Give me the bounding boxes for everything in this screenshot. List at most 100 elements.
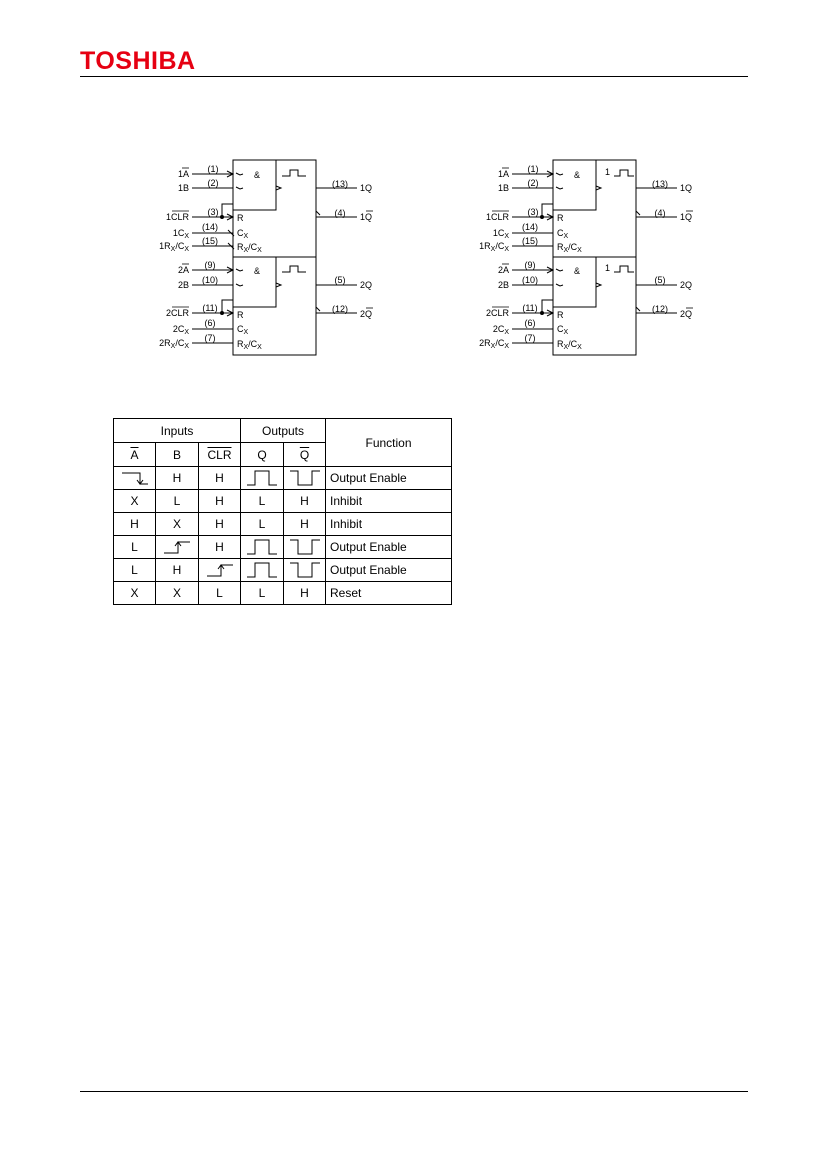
cell-b: L — [155, 489, 199, 513]
pin-number: (12) — [652, 304, 668, 314]
rxcx-label: RX/CX — [557, 339, 582, 351]
gate-and-label: & — [254, 266, 260, 276]
cell-clr: L — [198, 581, 241, 605]
pin-number: (3) — [208, 207, 219, 217]
pin-number: (15) — [522, 236, 538, 246]
cell-b: X — [155, 581, 199, 605]
input-2a-label: 2A — [498, 265, 509, 275]
output-2q-label: 2Q — [680, 280, 692, 290]
input-2b-label: 2B — [178, 280, 189, 290]
junction-dot — [220, 311, 224, 315]
input-1a-label: 1A — [498, 169, 509, 179]
block-2 — [512, 256, 677, 356]
footer-rule — [80, 1091, 748, 1092]
cell-b: H — [155, 558, 199, 582]
input-2cx-label: 2CX — [493, 324, 510, 336]
negative-pulse-icon — [289, 470, 320, 486]
input-2b-label: 2B — [498, 280, 509, 290]
block-2 — [192, 256, 357, 356]
cell-a: X — [113, 489, 156, 513]
pin-number: (11) — [522, 303, 537, 313]
cell-b: X — [155, 512, 199, 536]
input-1rxcx-label: 1RX/CX — [479, 241, 509, 253]
input-1a-label: 1A — [178, 169, 189, 179]
output-2qbar-label: 2Q — [360, 309, 372, 319]
pin-number: (9) — [205, 260, 216, 270]
header-rule — [80, 76, 748, 77]
reset-label: R — [237, 310, 244, 320]
col-qbar-header: Q — [283, 442, 326, 467]
cell-qbar: H — [283, 581, 326, 605]
input-1b-label: 1B — [498, 183, 509, 193]
cell-function: Output Enable — [325, 466, 452, 490]
logic-diagram-left: & R CX RX/CX (1) (2) (3) (14) (15) (13) … — [159, 159, 373, 356]
cell-clr: H — [198, 512, 241, 536]
pin-number: (5) — [335, 275, 346, 285]
rxcx-label: RX/CX — [557, 242, 582, 254]
cell-q: L — [240, 489, 284, 513]
input-1b-label: 1B — [178, 183, 189, 193]
input-1cx-label: 1CX — [493, 228, 510, 240]
cell-a: X — [113, 581, 156, 605]
col-clr-header: CLR — [198, 442, 241, 467]
output-1qbar-label: 1Q — [360, 212, 372, 222]
cell-function: Output Enable — [325, 535, 452, 559]
gate-and-label: & — [574, 266, 580, 276]
pin-number: (1) — [528, 164, 539, 174]
inputs-header: Inputs — [113, 418, 241, 443]
pin-number: (4) — [335, 208, 346, 218]
junction-dot — [220, 215, 224, 219]
logic-diagram-right: & 1 R CX RX/CX (1) (2) (3) (14) (15) (13… — [479, 159, 693, 356]
pin-number: (2) — [528, 178, 539, 188]
rising-edge-icon — [164, 541, 190, 554]
cell-clr: H — [198, 535, 241, 559]
input-1cx-label: 1CX — [173, 228, 190, 240]
positive-pulse-icon — [247, 562, 277, 578]
gate-and-label: & — [254, 170, 260, 180]
retrigger-prefix: 1 — [605, 263, 610, 273]
pin-number: (14) — [522, 222, 538, 232]
pin-number: (13) — [652, 179, 668, 189]
cell-qbar: H — [283, 512, 326, 536]
cell-a: H — [113, 512, 156, 536]
cx-label: CX — [557, 324, 569, 336]
rxcx-label: RX/CX — [237, 339, 262, 351]
input-2rxcx-label: 2RX/CX — [159, 338, 189, 350]
input-1clr-label: 1CLR — [166, 212, 190, 222]
input-2rxcx-label: 2RX/CX — [479, 338, 509, 350]
output-1q-label: 1Q — [680, 183, 692, 193]
pin-number: (13) — [332, 179, 348, 189]
cell-q — [240, 466, 284, 490]
cell-a — [113, 466, 156, 490]
input-1clr-label: 1CLR — [486, 212, 510, 222]
cell-q: L — [240, 581, 284, 605]
negative-pulse-icon — [289, 539, 320, 555]
junction-dot — [540, 311, 544, 315]
col-a-header: A — [113, 442, 156, 467]
output-2qbar-label: 2Q — [680, 309, 692, 319]
input-2a-label: 2A — [178, 265, 189, 275]
cell-qbar — [283, 558, 326, 582]
pin-number: (7) — [205, 333, 216, 343]
cell-q — [240, 558, 284, 582]
negative-pulse-icon — [289, 562, 320, 578]
reset-label: R — [557, 310, 564, 320]
pin-number: (11) — [202, 303, 217, 313]
pin-number: (2) — [208, 178, 219, 188]
input-2clr-label: 2CLR — [486, 308, 510, 318]
rising-edge-icon — [206, 564, 233, 577]
cell-function: Inhibit — [325, 489, 452, 513]
cell-q — [240, 535, 284, 559]
pin-number: (3) — [528, 207, 539, 217]
junction-dot — [540, 215, 544, 219]
cell-qbar — [283, 466, 326, 490]
pin-number: (12) — [332, 304, 348, 314]
reset-label: R — [237, 213, 244, 223]
